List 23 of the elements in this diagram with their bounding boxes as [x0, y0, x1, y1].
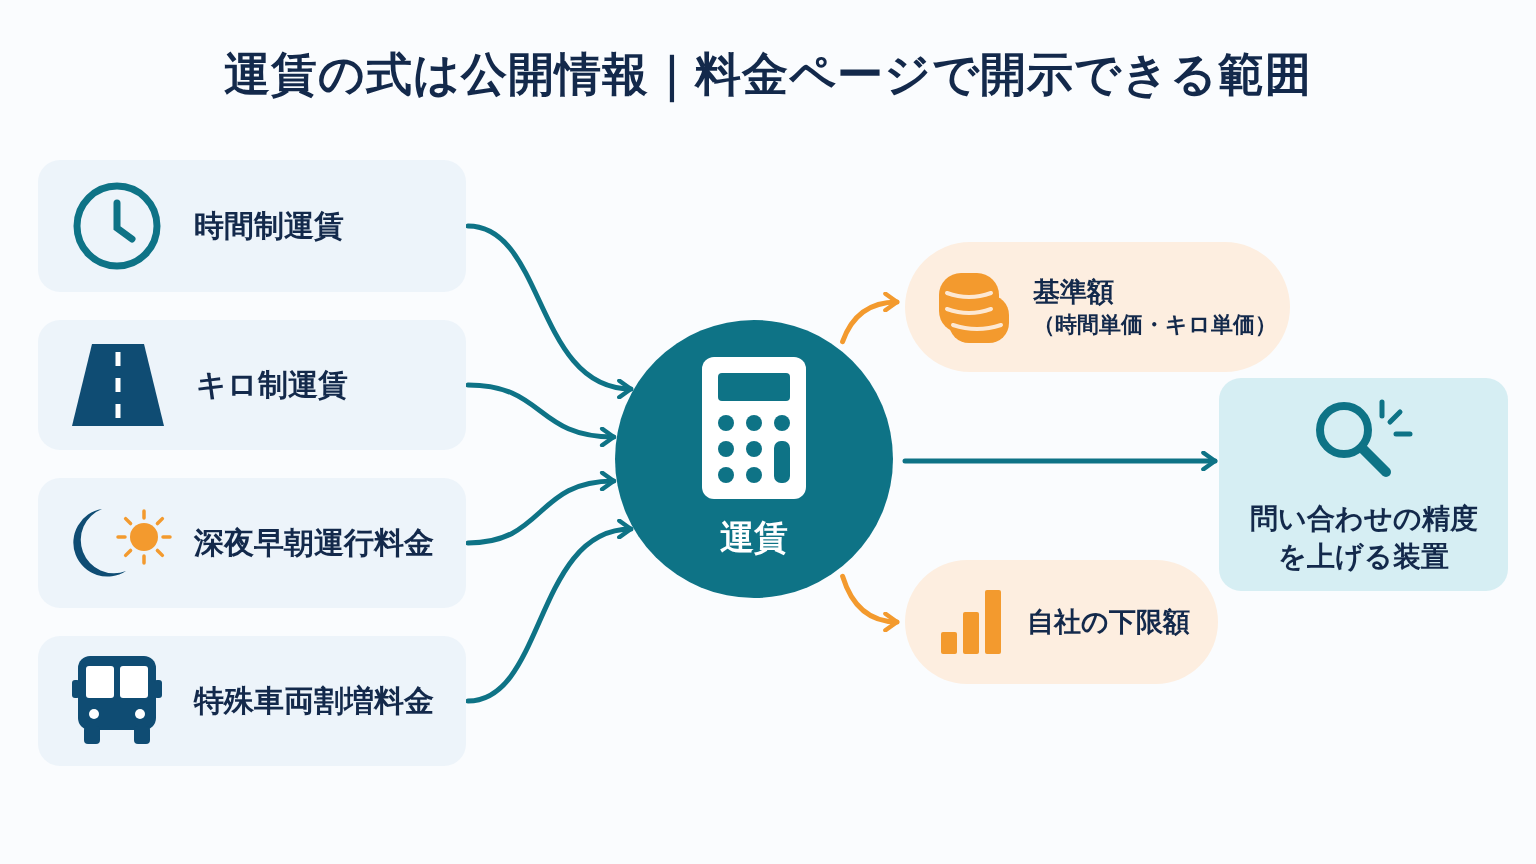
arrow [840, 292, 900, 345]
arrow [465, 520, 634, 704]
arrow [840, 573, 900, 632]
input-card [38, 320, 466, 450]
node-label: 自社の下限額 [1027, 604, 1190, 639]
title: 運賃の式は公開情報｜料金ページで開示できる範囲 [224, 47, 1312, 101]
node-label: 基準額 [1033, 274, 1115, 309]
input-card [38, 160, 466, 292]
node-label: 深夜早朝運行料金 [194, 523, 434, 562]
input-card [38, 478, 466, 608]
node-label: キロ制運賃 [196, 365, 348, 404]
node-label: 時間制運賃 [194, 206, 344, 245]
arrow [465, 471, 617, 546]
input-card [38, 636, 466, 766]
result-pill [905, 560, 1218, 684]
result-card [1219, 378, 1508, 591]
node-sublabel: （時間単価・キロ単価） [1033, 311, 1277, 340]
node-label: 特殊車両割増料金 [194, 681, 434, 720]
arrow [902, 450, 1218, 472]
arrow [465, 223, 634, 398]
node-label: 問い合わせの精度を上げる装置 [1248, 500, 1479, 575]
arrow [465, 382, 617, 447]
node-label: 運賃 [720, 516, 788, 560]
